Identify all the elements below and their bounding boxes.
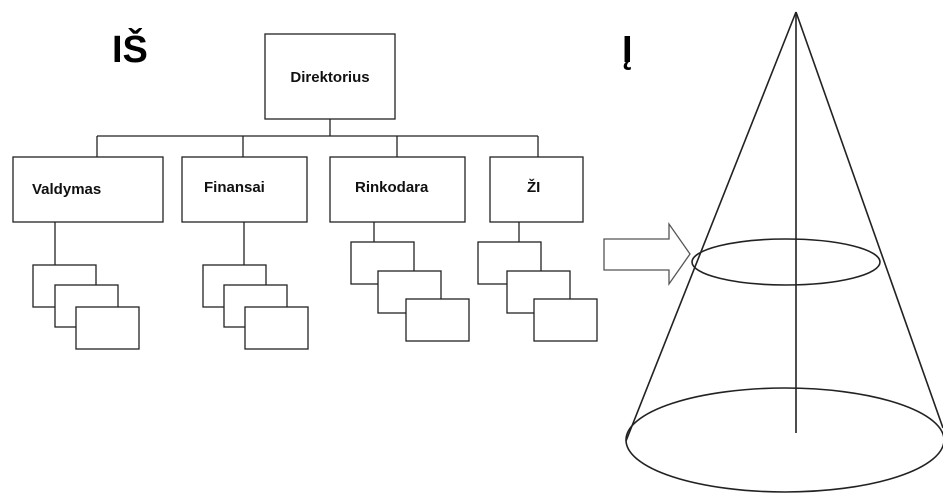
cone-base-ellipse xyxy=(625,387,943,493)
department-label: Finansai xyxy=(204,179,265,196)
cone-left-edge xyxy=(625,11,797,442)
department-label: Valdymas xyxy=(32,181,101,198)
department-label: Rinkodara xyxy=(355,179,429,196)
subunit-box xyxy=(533,298,598,342)
subunit-box xyxy=(75,306,140,350)
root-label: Direktorius xyxy=(290,69,369,86)
department-finansai: Finansai xyxy=(181,156,308,223)
root-box xyxy=(264,33,396,120)
subunit-box xyxy=(405,298,470,342)
from-label: IŠ xyxy=(112,26,148,71)
right-arrow-icon xyxy=(603,221,691,287)
subunits-rinkodara xyxy=(350,222,470,342)
cone-shape xyxy=(625,11,943,493)
cone-right-edge xyxy=(795,11,943,429)
department-box xyxy=(489,156,584,223)
subunits-finansai xyxy=(202,222,309,350)
cone-middle-ellipse xyxy=(691,238,881,286)
department-rinkodara: Rinkodara xyxy=(329,156,466,223)
department-valdymas: Valdymas xyxy=(12,156,164,223)
department-zi: ŽI xyxy=(489,156,584,223)
department-box xyxy=(329,156,466,223)
department-box xyxy=(12,156,164,223)
department-label: ŽI xyxy=(527,178,540,196)
to-label: Į xyxy=(622,29,633,71)
department-box xyxy=(181,156,308,223)
org-chart: Direktorius Valdymas Finansai Rinkodara … xyxy=(12,33,598,350)
subunits-zi xyxy=(477,222,598,342)
subunit-box xyxy=(244,306,309,350)
subunits-valdymas xyxy=(32,222,140,350)
